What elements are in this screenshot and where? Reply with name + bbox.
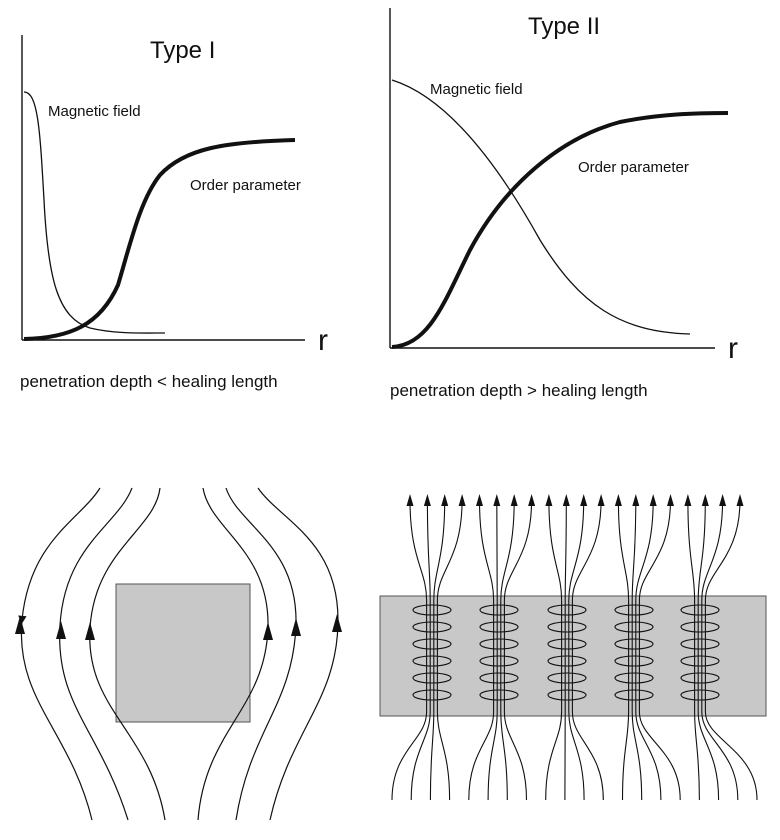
arrow-up-icon (423, 494, 431, 506)
type2-order-parameter-label: Order parameter (578, 159, 689, 176)
type1-magnetic-field-curve (23, 91, 166, 334)
supercurrent-loop (479, 638, 519, 650)
type2-plot: Type II r Magnetic field Order parameter… (389, 8, 738, 400)
supercurrent-loop (680, 604, 720, 616)
arrow-up-icon (458, 494, 466, 506)
vortex-field-line (487, 499, 498, 801)
arrow-up-icon (441, 494, 449, 506)
type1-title: Type I (150, 37, 215, 64)
type2-magnetic-field-label: Magnetic field (430, 81, 523, 98)
supercurrent-loop (547, 638, 587, 650)
arrow-up-icon (291, 618, 301, 636)
type1-order-parameter-curve (23, 138, 296, 341)
supercurrent-loop (547, 621, 587, 633)
vortex-field-line (631, 499, 643, 801)
vortex-field-line (564, 499, 567, 801)
vortex-field-line (545, 499, 563, 801)
field-line (18, 487, 101, 821)
supercurrent-loop (479, 604, 519, 616)
type1-magnetic-field-label: Magnetic field (48, 103, 141, 120)
field-line (257, 487, 339, 821)
vortex-field-line (500, 499, 515, 801)
arrow-up-icon (493, 494, 501, 506)
vortex-field-line (436, 499, 463, 801)
type2-r-label: r (728, 332, 738, 365)
arrow-up-icon (476, 494, 483, 506)
type2-order-parameter-curve (391, 111, 729, 349)
supercurrent-loop (614, 672, 654, 684)
arrow-up-icon (510, 494, 518, 506)
supercurrent-loop (412, 672, 452, 684)
arrow-up-icon (580, 494, 588, 506)
arrow-up-icon (85, 622, 95, 640)
type2-flux-diagram (379, 494, 767, 801)
supercurrent-loop (614, 621, 654, 633)
arrow-up-icon (632, 494, 640, 506)
supercurrent-loop (680, 638, 720, 650)
supercurrent-loop (614, 689, 654, 701)
supercurrent-loop (547, 672, 587, 684)
supercurrent-loop (412, 655, 452, 667)
type1-flux-diagram (15, 487, 342, 821)
supercurrent-loop (547, 689, 587, 701)
vortex-field-line (429, 499, 446, 801)
type1-order-parameter-label: Order parameter (190, 177, 301, 194)
supercurrent-loop (412, 638, 452, 650)
arrow-up-icon (614, 494, 622, 506)
type1-r-label: r (318, 324, 328, 357)
supercurrent-loop (412, 621, 452, 633)
supercurrent-loop (412, 689, 452, 701)
arrow-up-icon (406, 494, 414, 506)
supercurrent-loop (412, 604, 452, 616)
arrow-up-icon (332, 614, 342, 632)
arrow-up-icon (545, 494, 553, 506)
supercurrent-loop (680, 621, 720, 633)
type1-plot: Type I r Magnetic field Order parameter … (20, 35, 328, 391)
arrow-up-icon (667, 494, 674, 506)
supercurrent-loop (614, 655, 654, 667)
arrow-up-icon (597, 494, 605, 506)
type1-caption: penetration depth < healing length (20, 372, 278, 391)
arrow-up-icon (56, 621, 66, 639)
vortex-field-line (410, 499, 431, 801)
supercurrent-loop (479, 672, 519, 684)
supercurrent-loop (479, 689, 519, 701)
supercurrent-loop (680, 655, 720, 667)
vortex-field-line (687, 499, 700, 801)
arrow-up-icon (684, 494, 692, 506)
type2-magnetic-field-curve (391, 79, 691, 335)
supercurrent-loop (680, 672, 720, 684)
arrow-up-icon (528, 494, 536, 506)
supercurrent-loop (479, 655, 519, 667)
vortex-field-line (617, 499, 630, 801)
supercurrent-loop (614, 604, 654, 616)
supercurrent-loop (680, 689, 720, 701)
arrow-up-icon (562, 494, 570, 506)
arrow-up-icon (263, 622, 273, 640)
supercurrent-loop (547, 604, 587, 616)
arrow-up-icon (15, 616, 25, 634)
arrow-up-icon (736, 494, 744, 506)
superconductor-block (115, 583, 251, 723)
supercurrent-loop (479, 621, 519, 633)
arrow-up-icon (701, 494, 709, 506)
supercurrent-loop (614, 638, 654, 650)
supercurrent-loop (547, 655, 587, 667)
type2-title: Type II (528, 13, 600, 40)
vortex-field-line (638, 499, 681, 801)
type2-caption: penetration depth > healing length (390, 381, 648, 400)
arrow-up-icon (649, 494, 657, 506)
arrow-up-icon (719, 494, 727, 506)
vortex-field-line (568, 499, 585, 801)
